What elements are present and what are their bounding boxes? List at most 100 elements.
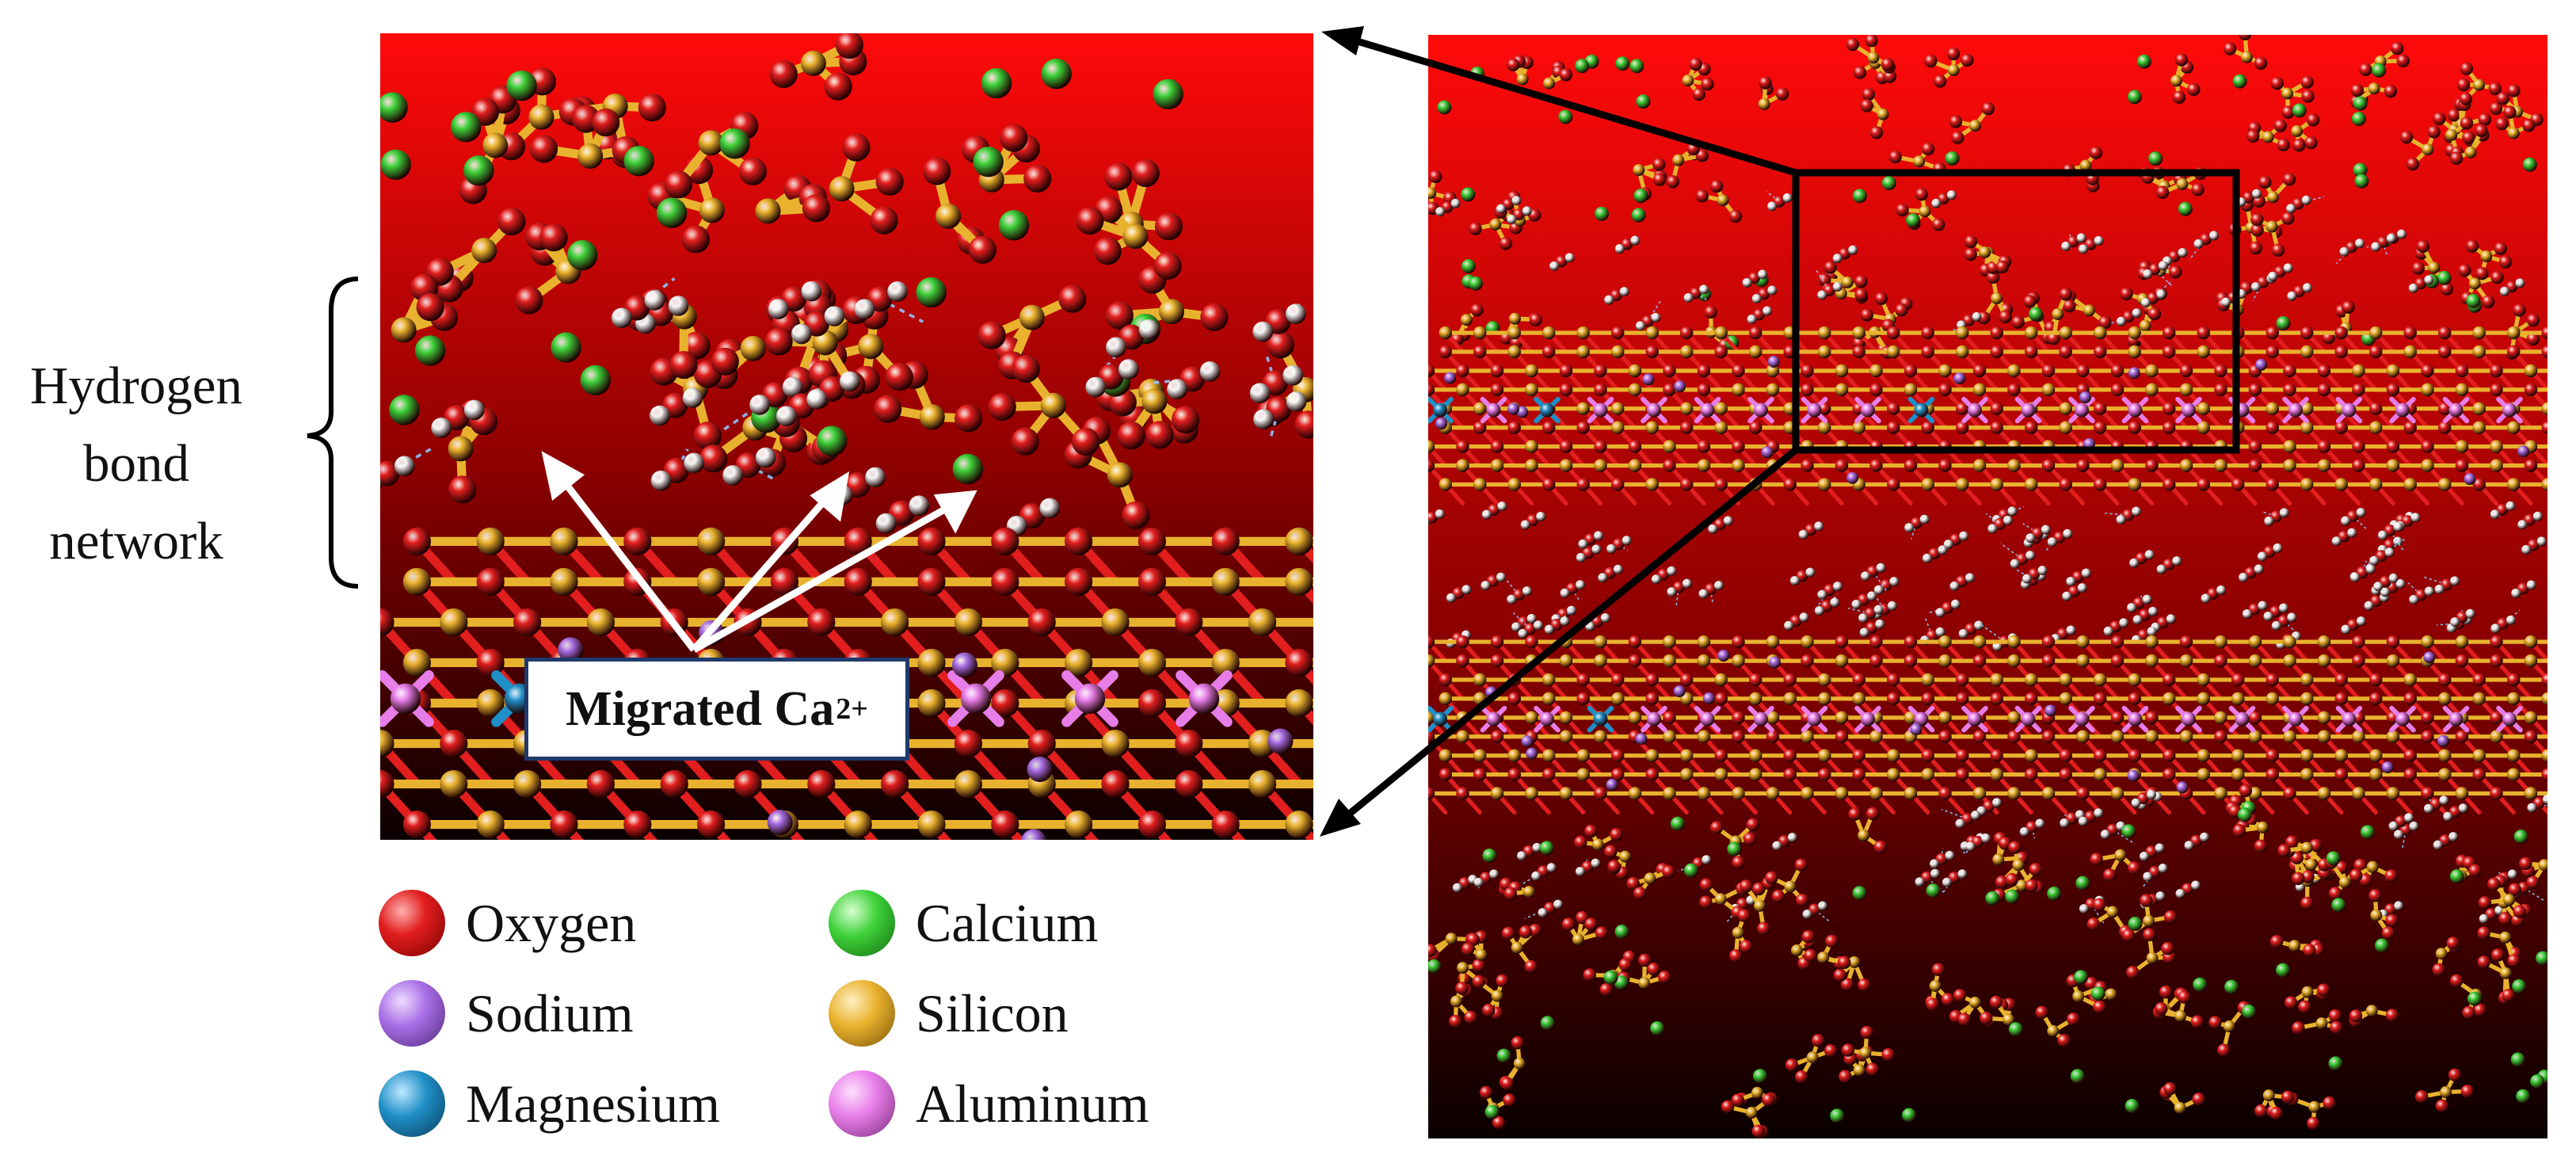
atom-h bbox=[1039, 498, 1061, 519]
atom-ca bbox=[2178, 201, 2193, 216]
atom-si bbox=[1717, 194, 1729, 207]
atom-o bbox=[1854, 288, 1868, 302]
atom-o bbox=[1689, 57, 1702, 71]
hydrogen-bond bbox=[1924, 617, 1933, 636]
atom-ca bbox=[816, 425, 848, 456]
atom-o bbox=[1865, 35, 1878, 48]
atom-o bbox=[693, 421, 722, 450]
atom-h bbox=[2081, 568, 2091, 578]
atom-o bbox=[2283, 364, 2296, 378]
atom-o bbox=[2265, 326, 2279, 340]
atom-o bbox=[1473, 421, 1487, 434]
atom-si bbox=[1714, 402, 1728, 416]
atom-si bbox=[2059, 402, 2072, 416]
zoom-arrow-top-head bbox=[1321, 26, 1364, 55]
atom-o bbox=[2334, 326, 2348, 340]
atom-h bbox=[1876, 563, 1886, 573]
atom-o bbox=[2300, 75, 2314, 89]
atom-o bbox=[1749, 421, 1762, 434]
atom-o bbox=[476, 648, 505, 677]
atom-si bbox=[1507, 345, 1521, 359]
atom-o bbox=[1101, 769, 1130, 799]
atom-ca bbox=[580, 364, 612, 396]
atom-o bbox=[1949, 115, 1963, 128]
atom-ca bbox=[2522, 157, 2537, 172]
atom-si bbox=[829, 176, 855, 202]
atom-si bbox=[1594, 459, 1607, 472]
atom-h bbox=[1851, 599, 1862, 609]
atom-o bbox=[1576, 421, 1590, 434]
atom-h bbox=[2511, 588, 2521, 598]
atom-si bbox=[1956, 345, 1969, 359]
atom-o bbox=[2334, 421, 2348, 434]
atom-o bbox=[2163, 421, 2176, 434]
atom-h bbox=[1751, 293, 1762, 303]
atom-o bbox=[977, 321, 1006, 349]
atom-o bbox=[2507, 84, 2521, 97]
atom-si bbox=[440, 769, 468, 799]
atom-o bbox=[2270, 76, 2284, 90]
atom-si bbox=[2472, 345, 2486, 359]
atom-o bbox=[1117, 421, 1145, 450]
atom-na bbox=[1846, 471, 1859, 484]
atom-si bbox=[476, 810, 505, 839]
atom-o bbox=[2526, 332, 2540, 345]
atom-h bbox=[1747, 315, 1757, 325]
atom-o bbox=[738, 157, 767, 185]
atom-h bbox=[650, 405, 670, 426]
atom-si bbox=[2472, 326, 2486, 340]
atom-al bbox=[2182, 402, 2196, 418]
atom-si bbox=[1852, 421, 1865, 434]
atom-h bbox=[2268, 271, 2278, 281]
atom-h bbox=[1249, 383, 1271, 403]
atom-o bbox=[1697, 440, 1711, 453]
atom-o bbox=[2524, 383, 2538, 397]
atom-si bbox=[1159, 299, 1185, 325]
atom-ca bbox=[656, 197, 688, 228]
atom-si bbox=[1714, 326, 1728, 340]
atom-o bbox=[1862, 87, 1876, 101]
atom-o bbox=[1058, 284, 1087, 313]
atom-si bbox=[1680, 345, 1694, 359]
atom-o bbox=[2433, 112, 2446, 125]
atom-ca bbox=[623, 146, 654, 177]
atom-si bbox=[2110, 459, 2124, 472]
atom-si bbox=[881, 608, 909, 637]
atom-o bbox=[1680, 478, 1694, 491]
atom-si bbox=[1543, 77, 1556, 90]
atom-o bbox=[1869, 459, 1883, 472]
atom-h bbox=[1630, 235, 1640, 246]
atom-si bbox=[1818, 421, 1831, 434]
atom-al bbox=[1807, 402, 1822, 418]
atom-h bbox=[1708, 524, 1718, 534]
atom-h bbox=[2364, 601, 2374, 611]
atom-o bbox=[991, 810, 1019, 839]
atom-o bbox=[1023, 164, 1052, 193]
atom-si bbox=[1516, 73, 1529, 86]
calcium-swatch bbox=[829, 890, 895, 956]
atom-ca bbox=[2136, 54, 2151, 69]
atom-o bbox=[1695, 189, 1709, 203]
atom-o bbox=[2110, 364, 2124, 378]
atom-si bbox=[1248, 769, 1277, 799]
atom-o bbox=[1852, 345, 1865, 359]
atom-o bbox=[954, 404, 983, 433]
atom-o bbox=[2147, 307, 2162, 321]
atom-h bbox=[2132, 506, 2142, 517]
atom-o bbox=[2163, 478, 2176, 491]
atom-o bbox=[476, 567, 505, 596]
atom-si bbox=[1956, 478, 1969, 491]
atom-si bbox=[1628, 459, 1642, 472]
atom-si bbox=[2300, 478, 2314, 491]
atom-si bbox=[2300, 421, 2314, 434]
atom-o bbox=[1154, 212, 1183, 241]
atom-o bbox=[2281, 212, 2295, 225]
atom-o bbox=[2273, 119, 2288, 132]
atom-si bbox=[917, 688, 946, 718]
hydrogen-bond bbox=[2152, 279, 2173, 299]
migration-arrow-2 bbox=[691, 494, 832, 652]
atom-o bbox=[1946, 47, 1961, 61]
atom-h bbox=[1651, 574, 1661, 585]
atom-o bbox=[1869, 383, 1883, 397]
atom-al bbox=[1188, 683, 1220, 715]
